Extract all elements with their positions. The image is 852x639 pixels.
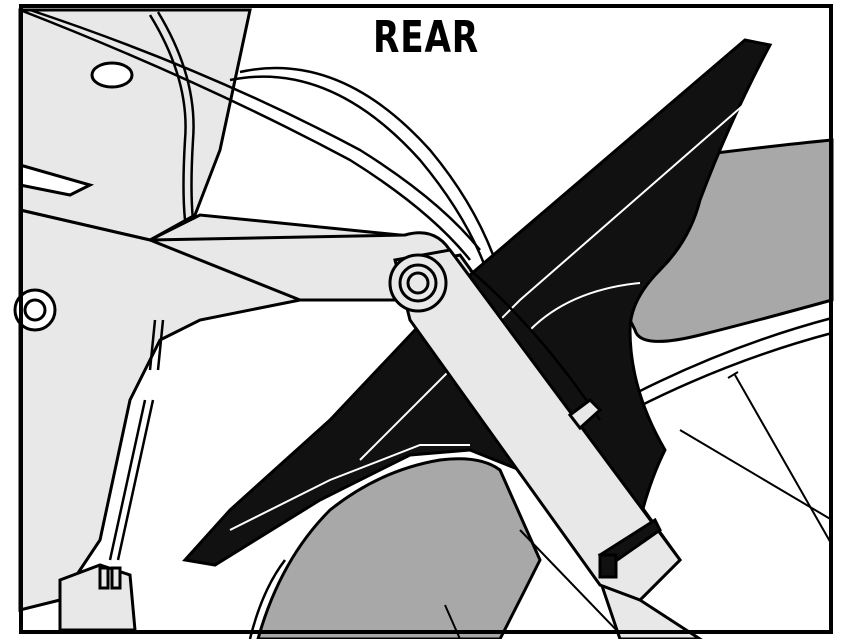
border [19, 4, 833, 634]
shift-cable [108, 11, 195, 561]
seat-stay [393, 248, 682, 602]
disc-brake-caliper [58, 563, 137, 632]
brake-hose [19, 8, 502, 281]
spokes [444, 371, 833, 639]
mounting-clip [567, 398, 603, 431]
pivot-bolt [388, 253, 448, 313]
zip-tie [597, 517, 662, 579]
diagram-title: REAR [373, 12, 479, 63]
frame-details [13, 61, 134, 332]
